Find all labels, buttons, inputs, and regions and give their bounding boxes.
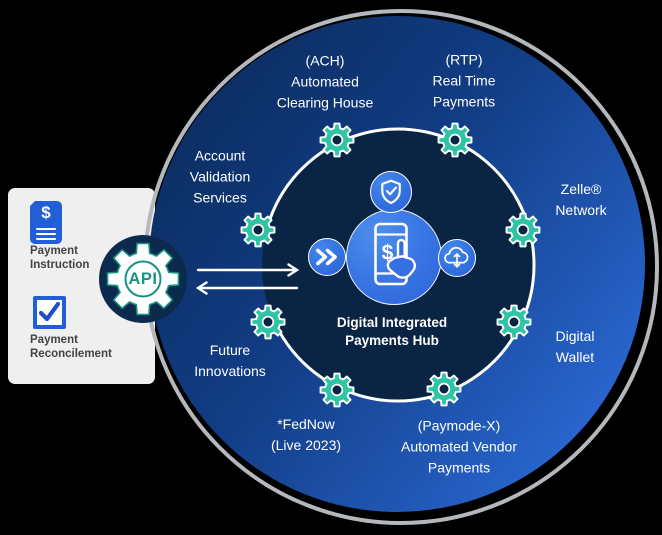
payment-reconcilement-label: Payment Reconcilement [30, 334, 112, 360]
api-gear-icon [106, 242, 180, 316]
gear-digital-wallet-icon [496, 304, 532, 340]
label-fednow: *FedNow(Live 2023) [270, 416, 342, 453]
gear-account-validation-icon [240, 212, 276, 248]
fast-forward-circle [308, 238, 346, 276]
gear-fednow-icon [319, 372, 355, 408]
gear-paymode-icon [426, 371, 462, 407]
hub-title: Digital Integrated Payments Hub [336, 315, 448, 348]
smartphone-payment-icon: $ [374, 222, 416, 286]
api-hub-arrows [195, 263, 300, 295]
gear-rtp-icon [437, 122, 473, 158]
shield-check-icon [381, 179, 401, 205]
shield-check-circle [370, 171, 412, 213]
api-node: API [99, 235, 187, 323]
gear-zelle-icon [505, 212, 541, 248]
cloud-sync-circle [438, 239, 476, 277]
dollar-document-icon: $ [29, 200, 62, 244]
dollar-symbol: $ [41, 203, 51, 222]
cloud-sync-icon [444, 246, 469, 268]
api-label: API [128, 269, 158, 288]
label-zelle: Zelle®Network [555, 181, 607, 218]
double-chevron-icon [316, 248, 337, 266]
document-fold [29, 200, 36, 207]
payment-instruction-label: Payment Instruction [30, 245, 90, 271]
gear-future-innovations-icon [250, 304, 286, 340]
checkmark-box-icon [33, 296, 66, 329]
gear-ach-icon [319, 122, 355, 158]
